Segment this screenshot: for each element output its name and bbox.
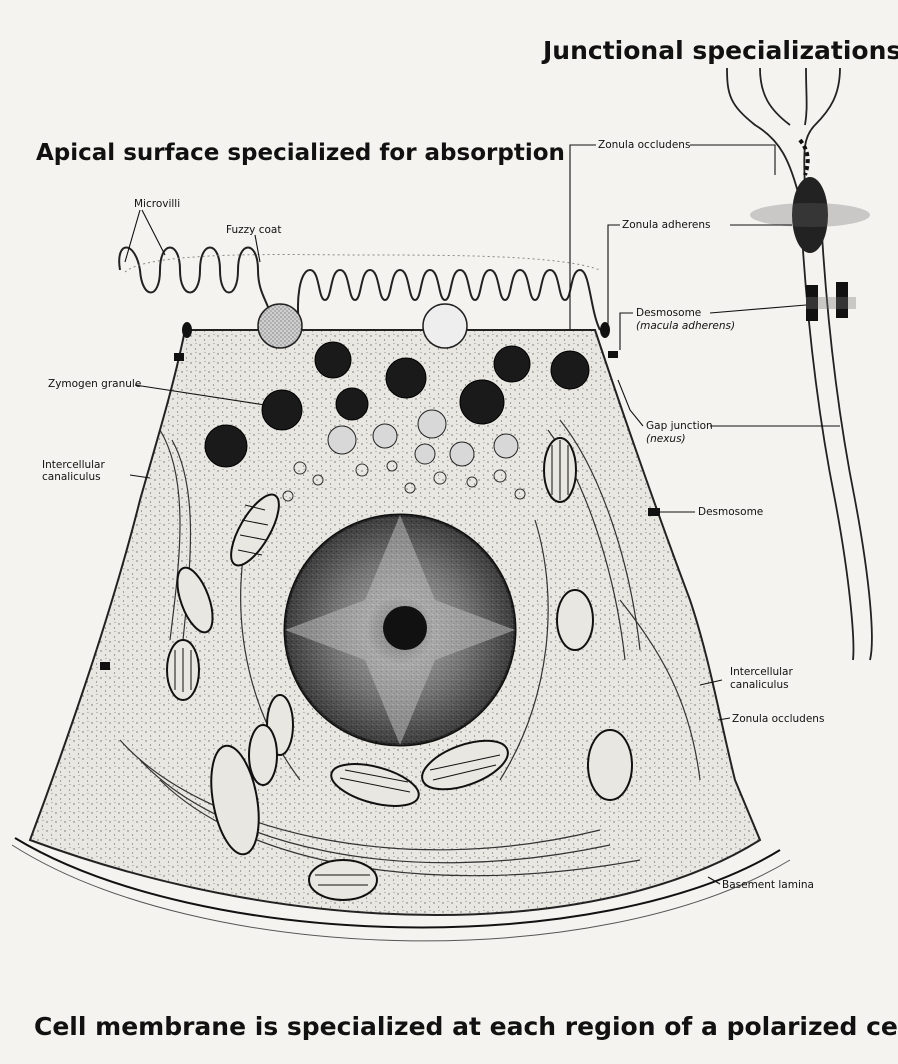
figure-caption: Cell membrane is specialized at each reg… [34,1012,898,1041]
zonula-occludens-top-label: Zonula occludens [598,139,690,151]
desmosome-top-label: Desmosome [636,307,701,319]
intercellular-canaliculus-right-label-line1: Intercellular [730,666,793,678]
basement-lamina-label: Basement lamina [722,879,814,891]
macula-adherens-label: (macula adherens) [636,320,735,332]
zonula-occludens-right-label: Zonula occludens [732,713,824,725]
intercellular-canaliculus-left-label-line1: Intercellular [42,459,105,471]
zonula-adherens-label: Zonula adherens [622,219,711,231]
nexus-label: (nexus) [646,433,686,445]
intercellular-canaliculus-right-label-line2: canaliculus [730,679,789,691]
zymogen-granule-label: Zymogen granule [48,378,141,390]
intercellular-canaliculus-left-label-line2: canaliculus [42,471,101,483]
desmosome-right-label: Desmosome [698,506,763,518]
microvilli-label: Microvilli [134,198,180,210]
fuzzy-coat-label: Fuzzy coat [226,224,281,236]
gap-junction-label: Gap junction [646,420,713,432]
